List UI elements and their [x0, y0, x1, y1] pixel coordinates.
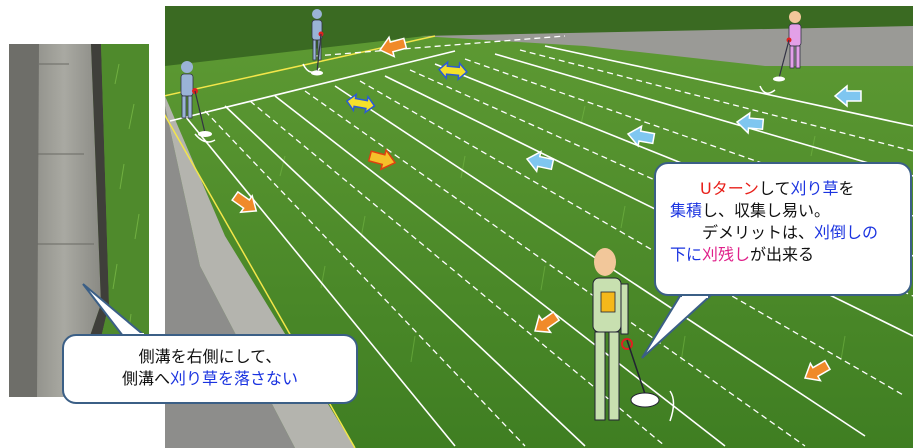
callout-text: 刈倒しの: [814, 223, 879, 242]
callout-left-line-1: 側溝を右側にして、: [64, 346, 356, 368]
callout-right-line-4: 下に刈残しが出来る: [670, 244, 898, 266]
callout-text: が出来る: [750, 245, 815, 264]
callout-u-turn-note: Uターンして刈り草を 集積し、収集し易い。 デメリットは、刈倒しの 下に刈残しが…: [654, 162, 912, 296]
callout-text: 刈残し: [702, 245, 751, 264]
callout-text: 刈り草: [790, 179, 839, 198]
callout-text: 集積: [670, 201, 703, 220]
callout-text: 下に: [670, 245, 703, 264]
callout-right-line-3: デメリットは、刈倒しの: [670, 222, 898, 244]
callout-text: を: [838, 179, 855, 198]
callout-text: Uターン: [700, 179, 759, 198]
worker-far-left: [180, 61, 212, 137]
callout-text: 側溝を右側にして、: [138, 347, 282, 366]
callout-right-line-2: 集積し、収集し易い。: [670, 200, 898, 222]
callout-right-line-1: Uターンして刈り草を: [670, 178, 898, 200]
worker-far-right: [773, 11, 802, 82]
callout-gutter-note: 側溝を右側にして、 側溝へ刈り草を落さない: [62, 334, 358, 404]
callout-right-tail: [641, 294, 713, 359]
callout-text: 刈り草を落さない: [170, 369, 299, 388]
wall-gutter-illustration: [9, 44, 149, 397]
callout-text: 側溝へ: [121, 369, 170, 388]
callout-text: デメリットは、: [702, 223, 815, 242]
worker-far-center: [311, 9, 324, 76]
callout-text: し、収集し易い。: [702, 201, 831, 220]
direction-arrows: [231, 35, 862, 382]
callout-text: して: [758, 179, 791, 198]
callout-left-line-2: 側溝へ刈り草を落さない: [64, 368, 356, 390]
worker-foreground: [592, 248, 660, 421]
left-photo-wall-gutter: [9, 44, 149, 397]
